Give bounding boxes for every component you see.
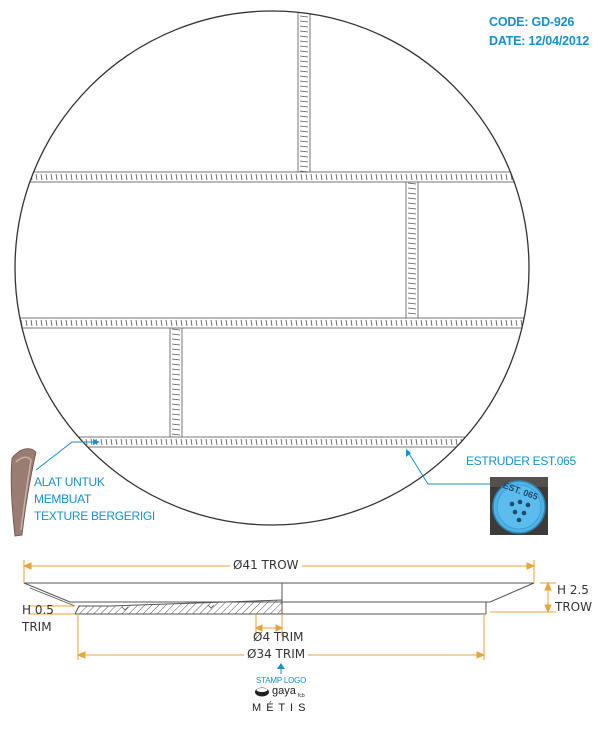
stamp-logo-label: STAMP LOGO [256, 676, 307, 685]
mortar-joint-vertical [405, 181, 419, 319]
extruder-photo [490, 477, 548, 535]
stamp-logo-mark [255, 687, 269, 697]
extruder-label: ESTRUDER EST.065 [466, 454, 576, 468]
base-diameter-label: Ø34 TRIM [244, 648, 309, 660]
stamp-maker: M É T I S [252, 702, 307, 714]
tool-note-line-3: TEXTURE BERGERIGI [34, 509, 155, 523]
height-label: H 2.5 [557, 583, 589, 597]
leader-lines [35, 441, 496, 485]
drawing-code: CODE: GD-926 [489, 15, 575, 29]
base-height-label: H 0.5 [22, 603, 54, 617]
stamp-brand: gaya [272, 685, 296, 697]
outer-diameter-label: Ø41 TROW [230, 559, 302, 571]
plate-side-profile [23, 582, 535, 615]
mortar-joint-horizontal [15, 317, 529, 329]
mortar-joint-horizontal [15, 436, 529, 448]
drawing-date: DATE: 12/04/2012 [489, 34, 590, 48]
stamp-brand-suffix: fcb [298, 693, 305, 699]
brick-texture-pattern [15, 11, 529, 448]
stamp-arrow [277, 663, 285, 674]
base-height-unit: TRIM [22, 620, 52, 634]
plate-outline [14, 10, 530, 526]
foot-ring-label: Ø4 TRIM [253, 630, 304, 644]
texture-tool-image [10, 448, 37, 537]
mortar-joint-horizontal [15, 171, 529, 183]
tool-note-line-2: MEMBUAT [34, 492, 92, 506]
tool-note-line-1: ALAT UNTUK [34, 475, 105, 489]
height-unit: TROW [555, 600, 592, 614]
